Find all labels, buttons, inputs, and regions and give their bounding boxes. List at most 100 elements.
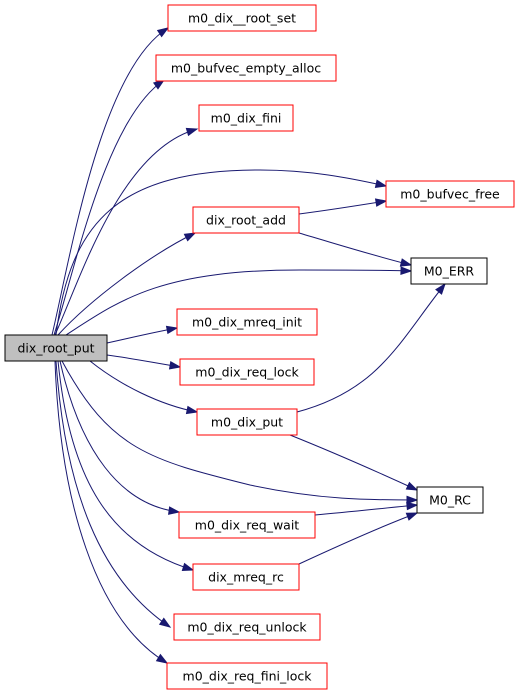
edges-layer bbox=[51, 27, 446, 664]
edge-arrowhead bbox=[399, 258, 413, 267]
node-label: m0_dix_mreq_init bbox=[192, 315, 302, 330]
edge-dix_root_put-to-M0_ERR bbox=[65, 266, 413, 336]
node-box bbox=[155, 54, 337, 82]
node-m0-bufvec-free[interactable]: m0_bufvec_free bbox=[385, 180, 515, 208]
edge-arrowhead bbox=[374, 179, 388, 188]
edge-line bbox=[314, 504, 418, 516]
edge-dix_root_put-to-m0_dix__root_set bbox=[51, 27, 170, 336]
edge-arrowhead bbox=[405, 481, 419, 491]
node-label: m0_dix__root_set bbox=[188, 11, 296, 26]
node-m0-dix-put[interactable]: m0_dix_put bbox=[196, 408, 298, 436]
node-m0-err: M0_ERR bbox=[410, 257, 488, 285]
node-m0-dix-req-wait[interactable]: m0_dix_req_wait bbox=[178, 511, 316, 539]
node-label: dix_root_add bbox=[206, 213, 286, 228]
node-label: m0_dix_req_fini_lock bbox=[183, 669, 313, 684]
node-box bbox=[176, 308, 318, 336]
node-label: dix_mreq_rc bbox=[208, 570, 284, 585]
node-box bbox=[167, 4, 317, 32]
edge-line bbox=[54, 360, 168, 664]
node-label: m0_dix_put bbox=[211, 415, 283, 430]
edge-dix_root_put-to-m0_dix_fini bbox=[54, 127, 199, 336]
node-label: m0_dix_fini bbox=[211, 111, 282, 126]
edge-line bbox=[106, 327, 178, 344]
node-m0-dix-req-fini-lock[interactable]: m0_dix_req_fini_lock bbox=[166, 662, 328, 690]
nodes-layer: dix_root_put m0_dix__root_set m0_bufvec_em… bbox=[4, 4, 515, 690]
node-dix-root-add[interactable]: dix_root_add bbox=[192, 206, 300, 234]
node-box bbox=[173, 613, 321, 641]
edge-arrowhead bbox=[185, 405, 199, 415]
node-m0-bufvec-empty-alloc[interactable]: m0_bufvec_empty_alloc bbox=[155, 54, 337, 82]
node-box bbox=[192, 563, 300, 591]
node-m0-dix-fini[interactable]: m0_dix_fini bbox=[198, 104, 294, 132]
edge-dix_root_add-to-M0_ERR bbox=[298, 232, 413, 267]
edge-arrowhead bbox=[155, 653, 169, 664]
edge-line bbox=[65, 269, 412, 336]
edge-line bbox=[298, 512, 418, 565]
node-box bbox=[166, 662, 328, 690]
edge-arrowhead bbox=[181, 562, 195, 571]
edge-arrowhead bbox=[374, 198, 388, 207]
edge-dix_root_put-to-dix_root_add bbox=[57, 232, 197, 336]
edge-line bbox=[289, 434, 418, 491]
edge-dix_root_put-to-m0_dix_req_fini_lock bbox=[54, 360, 169, 664]
node-label: m0_dix_req_lock bbox=[195, 365, 299, 380]
node-m0-dix-mreq-init[interactable]: m0_dix_mreq_init bbox=[176, 308, 318, 336]
edge-line bbox=[57, 360, 194, 571]
edge-dix_root_put-to-M0_RC bbox=[61, 360, 419, 505]
edge-line bbox=[59, 360, 180, 513]
edge-arrowhead bbox=[158, 617, 172, 628]
edge-line bbox=[54, 128, 198, 336]
edge-line bbox=[57, 232, 196, 336]
edge-arrowhead bbox=[406, 501, 419, 511]
node-box bbox=[179, 358, 315, 386]
edge-arrowhead bbox=[168, 361, 182, 370]
edge-line bbox=[298, 200, 387, 215]
node-label: m0_bufvec_empty_alloc bbox=[171, 61, 321, 76]
edge-dix_root_put-to-m0_dix_req_lock bbox=[106, 354, 182, 370]
node-box bbox=[198, 104, 294, 132]
node-label: dix_root_put bbox=[17, 341, 94, 356]
edge-m0_dix_req_wait-to-M0_RC bbox=[314, 501, 419, 516]
node-label: m0_bufvec_free bbox=[400, 187, 500, 202]
edge-arrowhead bbox=[168, 506, 181, 515]
node-label: M0_RC bbox=[429, 493, 471, 508]
edge-line bbox=[298, 232, 412, 266]
node-m0-dix-req-unlock[interactable]: m0_dix_req_unlock bbox=[173, 613, 321, 641]
edge-dix_root_put-to-m0_dix_put bbox=[89, 360, 199, 415]
edge-line bbox=[106, 354, 181, 368]
node-m0-rc: M0_RC bbox=[416, 486, 484, 514]
edge-arrowhead bbox=[183, 232, 197, 242]
edge-dix_root_put-to-m0_bufvec_free bbox=[55, 169, 388, 336]
node-dix-mreq-rc[interactable]: dix_mreq_rc bbox=[192, 563, 300, 591]
edge-line bbox=[61, 360, 418, 501]
edge-arrowhead bbox=[406, 495, 419, 505]
node-box bbox=[410, 257, 488, 285]
edge-line bbox=[296, 283, 446, 413]
edge-dix_root_put-to-dix_mreq_rc bbox=[57, 360, 195, 571]
edge-m0_dix_put-to-M0_RC bbox=[289, 434, 419, 491]
node-label: M0_ERR bbox=[424, 264, 475, 279]
edge-line bbox=[53, 79, 165, 336]
node-m0-dix-req-lock[interactable]: m0_dix_req_lock bbox=[179, 358, 315, 386]
edge-dix_root_put-to-m0_dix_req_unlock bbox=[55, 360, 172, 628]
edge-dix_root_put-to-m0_dix_req_wait bbox=[59, 360, 181, 515]
edge-arrowhead bbox=[185, 127, 199, 137]
edge-line bbox=[55, 169, 387, 336]
node-box bbox=[192, 206, 300, 234]
node-box bbox=[416, 486, 484, 514]
node-m0-dix--root-set[interactable]: m0_dix__root_set bbox=[167, 4, 317, 32]
node-box bbox=[385, 180, 515, 208]
node-box bbox=[178, 511, 316, 539]
edge-dix_mreq_rc-to-M0_RC bbox=[298, 512, 419, 565]
edge-m0_dix_put-to-M0_ERR bbox=[296, 282, 446, 413]
node-label: m0_dix_req_wait bbox=[195, 518, 300, 533]
node-box bbox=[4, 334, 108, 362]
node-box bbox=[196, 408, 298, 436]
node-label: m0_dix_req_unlock bbox=[187, 620, 307, 635]
edge-arrowhead bbox=[435, 282, 446, 295]
edge-arrowhead bbox=[405, 512, 419, 521]
edge-dix_root_add-to-m0_bufvec_free bbox=[298, 198, 388, 215]
edge-dix_root_put-to-m0_dix_mreq_init bbox=[106, 325, 179, 344]
edge-line bbox=[55, 360, 171, 628]
